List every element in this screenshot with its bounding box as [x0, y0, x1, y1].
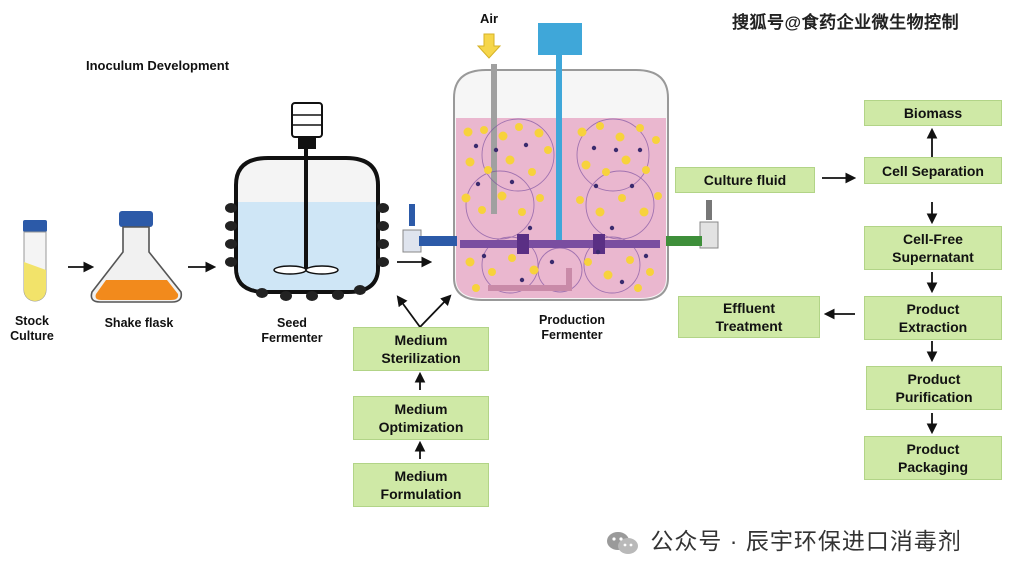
box-product-purification: Product Purification [866, 366, 1002, 410]
box-purification-line2: Purification [895, 389, 973, 405]
box-effluent-treatment: Effluent Treatment [678, 296, 820, 338]
stock-culture-tube [23, 220, 47, 302]
box-medium-sterilization-line2: Sterilization [381, 350, 461, 366]
label-stock-line2: Culture [10, 329, 54, 343]
label-stock-line1: Stock [14, 314, 50, 328]
box-packaging-line1: Product [906, 441, 960, 457]
label-seed-line2: Fermenter [261, 331, 323, 345]
box-medium-optimization-line1: Medium [394, 401, 448, 417]
box-medium-formulation-line2: Formulation [380, 486, 462, 502]
seed-fermenter [225, 102, 389, 301]
label-production-line2: Fermenter [541, 328, 603, 342]
inlet-valve [402, 204, 457, 253]
box-medium-formulation-line1: Medium [394, 468, 448, 484]
box-extraction-line1: Product [906, 301, 960, 317]
box-effluent-line2: Treatment [715, 318, 783, 334]
box-cell-free-line1: Cell-Free [903, 231, 963, 247]
box-extraction-line2: Extraction [898, 319, 968, 335]
watermark-bottom-text: 公众号 · 辰宇环保进口消毒剂 [650, 528, 962, 554]
box-cell-free-line2: Supernatant [892, 249, 974, 265]
box-biomass: Biomass [864, 100, 1002, 126]
box-medium-sterilization: Medium Sterilization [353, 327, 489, 371]
label-production-line1: Production [539, 313, 605, 327]
box-product-extraction: Product Extraction [864, 296, 1002, 340]
box-purification-line1: Product [907, 371, 961, 387]
box-packaging-line2: Packaging [897, 459, 969, 475]
box-medium-optimization: Medium Optimization [353, 396, 489, 440]
box-effluent-line1: Effluent [722, 300, 776, 316]
box-medium-formulation: Medium Formulation [353, 463, 489, 507]
shake-flask [90, 211, 183, 303]
section-title: Inoculum Development [86, 58, 230, 73]
outlet-valve [666, 200, 719, 249]
label-shake-flask: Shake flask [104, 316, 174, 330]
box-medium-sterilization-line1: Medium [394, 332, 448, 348]
watermark-top: 搜狐号@食药企业微生物控制 [732, 13, 960, 32]
box-cell-free-supernatant: Cell-Free Supernatant [864, 226, 1002, 270]
air-inlet-arrow [476, 33, 502, 59]
arrow-sterilization-to-seed [396, 295, 421, 328]
box-product-packaging: Product Packaging [864, 436, 1002, 480]
box-cell-separation: Cell Separation [864, 157, 1002, 184]
arrow-sterilization-to-production [419, 294, 452, 328]
box-medium-optimization-line2: Optimization [378, 419, 464, 435]
wechat-icon [605, 530, 639, 556]
label-stock-culture: Stock Culture [2, 314, 62, 344]
label-seed-line1: Seed [277, 316, 307, 330]
label-production-fermenter: Production Fermenter [524, 313, 620, 343]
label-seed-fermenter: Seed Fermenter [252, 316, 332, 346]
production-fermenter [453, 23, 669, 301]
box-culture-fluid: Culture fluid [675, 167, 815, 193]
label-air: Air [479, 11, 499, 26]
watermark-bottom: 公众号 · 辰宇环保进口消毒剂 [605, 522, 962, 556]
